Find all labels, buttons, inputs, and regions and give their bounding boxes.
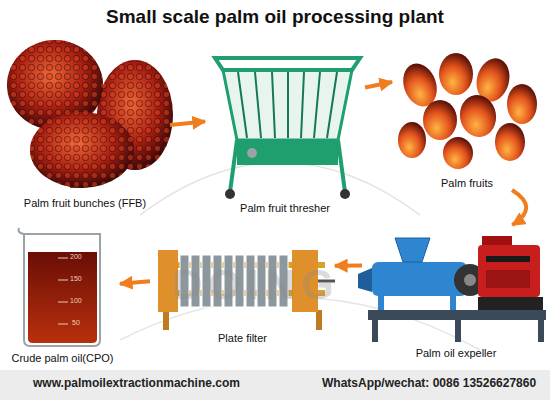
oil-beaker (19, 228, 100, 346)
footer-band (0, 370, 550, 400)
tail-plate (292, 250, 318, 312)
palm-fruit (423, 100, 457, 140)
filter-plate (213, 255, 222, 307)
filter-leg (163, 310, 169, 330)
step-label: Palm oil expeller (416, 347, 497, 360)
process-step: Palm fruit bunches (FFB) (0, 40, 170, 210)
step-label: Palm fruits (441, 177, 493, 190)
filter-plate (246, 255, 255, 307)
thresher-leg (338, 140, 345, 192)
diesel-engine (478, 245, 540, 297)
cage-bar (314, 72, 320, 138)
frame-leg (538, 320, 544, 342)
flow-arrow (120, 281, 150, 284)
filter-plate (235, 255, 244, 307)
wheel (225, 189, 235, 199)
flow-arrow (170, 122, 205, 126)
beaker-glass (24, 234, 100, 346)
cage-bar (255, 72, 261, 138)
flow-arrow (365, 82, 392, 88)
graduation-tick (58, 280, 68, 281)
palm-fruit (457, 92, 500, 140)
hopper-rim (215, 58, 360, 70)
filter-plate (268, 255, 277, 307)
palm-fruit (398, 122, 426, 158)
wheel (340, 189, 350, 199)
diagram-title: Small scale palm oil processing plant (0, 6, 550, 28)
flow-arrow (335, 264, 362, 268)
shaft-bearing (247, 148, 257, 158)
palm-fruit (443, 137, 473, 169)
frame-leg (455, 320, 461, 342)
beaker-spout (19, 228, 24, 234)
oil-outlet (358, 268, 372, 292)
frame-leg (372, 320, 378, 342)
oil-expeller (358, 236, 546, 342)
palm-fruit (495, 123, 525, 161)
filter-leg (316, 310, 322, 330)
thresher-body (237, 140, 338, 165)
process-step: Crude palm oil(CPO) (5, 225, 120, 365)
palm-fruit (439, 53, 473, 95)
press-screw (318, 280, 335, 283)
step-label: Crude palm oil(CPO) (11, 352, 113, 365)
graduation-tick (58, 258, 68, 259)
head-plate (158, 250, 178, 312)
filter-plate (279, 255, 288, 307)
cage-bar (287, 72, 289, 138)
watermark-arc (140, 163, 420, 216)
engine-base (478, 297, 543, 310)
process-step: Palm fruits (392, 55, 542, 190)
filter-plate (257, 255, 266, 307)
process-step: Palm oil expeller (362, 225, 550, 360)
filter-plate (224, 255, 233, 307)
engine-detail (486, 256, 530, 262)
graduation-tick (58, 302, 68, 303)
step-label: Palm fruit bunches (FFB) (24, 197, 146, 210)
fruit-bunches (7, 40, 173, 188)
thresher-cage (223, 70, 352, 140)
thresher-machine (215, 58, 360, 199)
cage-bar (238, 72, 247, 138)
process-step: Palm fruit thresher (205, 45, 365, 215)
loose-fruits (397, 53, 537, 169)
cage-bar (272, 72, 275, 138)
process-step: Plate filter (150, 235, 335, 345)
palm-fruit (507, 84, 537, 124)
pulley-hub (464, 274, 476, 286)
bunch-texture (30, 112, 134, 188)
body-support (450, 296, 456, 310)
filter-plate (191, 255, 200, 307)
plate-filter (158, 250, 335, 330)
feed-hopper (395, 238, 430, 262)
bunch (30, 112, 134, 188)
body-support (378, 296, 384, 310)
cage-bar (327, 72, 337, 138)
crude-oil (28, 252, 97, 343)
cage-bar (301, 72, 304, 138)
filter-plate (180, 255, 189, 307)
graduation-tick (58, 324, 68, 325)
flow-arrow (512, 190, 526, 225)
base-frame (368, 310, 546, 320)
press-barrel (372, 262, 467, 296)
thresher-leg (230, 140, 237, 192)
step-label: Plate filter (218, 332, 267, 345)
filter-plate (202, 255, 211, 307)
engine-detail (486, 270, 530, 288)
step-label: Palm fruit thresher (240, 202, 330, 215)
